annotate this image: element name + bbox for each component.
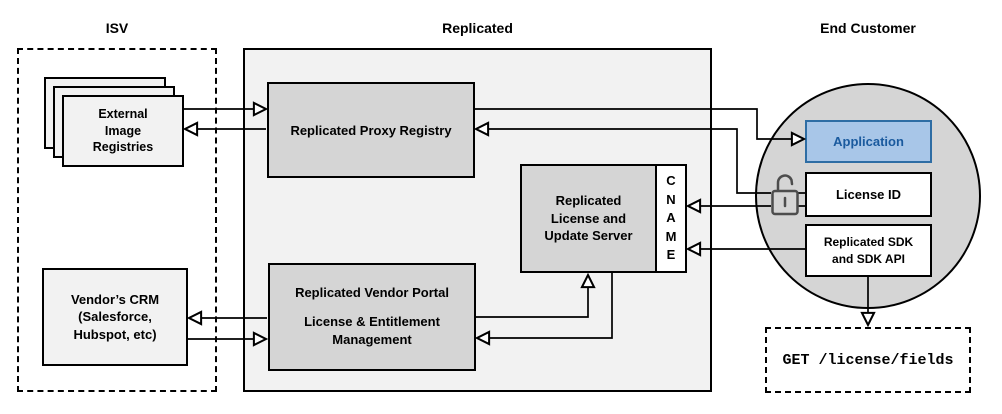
cname-label: CNAME [665, 173, 677, 263]
external-image-registries-node: External Image Registries [62, 95, 184, 167]
replicated-sdk-label: Replicated SDK and SDK API [823, 235, 914, 266]
cname-strip: CNAME [655, 164, 687, 273]
vendors-crm-node: Vendor’s CRM (Salesforce, Hubspot, etc) [42, 268, 188, 366]
proxy-registry-node: Replicated Proxy Registry [267, 82, 475, 178]
application-label: Application [833, 134, 904, 149]
application-node: Application [805, 120, 932, 163]
license-update-server-label: Replicated License and Update Server [544, 193, 633, 244]
license-fields-request-label: GET /license/fields [782, 351, 954, 369]
vendors-crm-label: Vendor’s CRM (Salesforce, Hubspot, etc) [70, 291, 160, 342]
vendor-portal-title: Replicated Vendor Portal [295, 285, 449, 301]
license-fields-request-box: GET /license/fields [765, 327, 971, 393]
external-image-registries-label: External Image Registries [92, 106, 154, 155]
isv-boundary-box [17, 48, 217, 392]
section-label-end-customer: End Customer [820, 20, 916, 36]
license-id-label: License ID [835, 187, 902, 202]
vendor-portal-node: Replicated Vendor Portal License & Entit… [268, 263, 476, 371]
proxy-registry-label: Replicated Proxy Registry [290, 122, 452, 138]
section-label-isv: ISV [105, 20, 129, 36]
license-update-server-node: Replicated License and Update Server [520, 164, 657, 273]
replicated-sdk-node: Replicated SDK and SDK API [805, 224, 932, 277]
vendor-portal-subtitle: License & Entitlement Management [304, 314, 440, 347]
section-label-replicated: Replicated [442, 20, 513, 36]
license-id-node: License ID [805, 172, 932, 217]
